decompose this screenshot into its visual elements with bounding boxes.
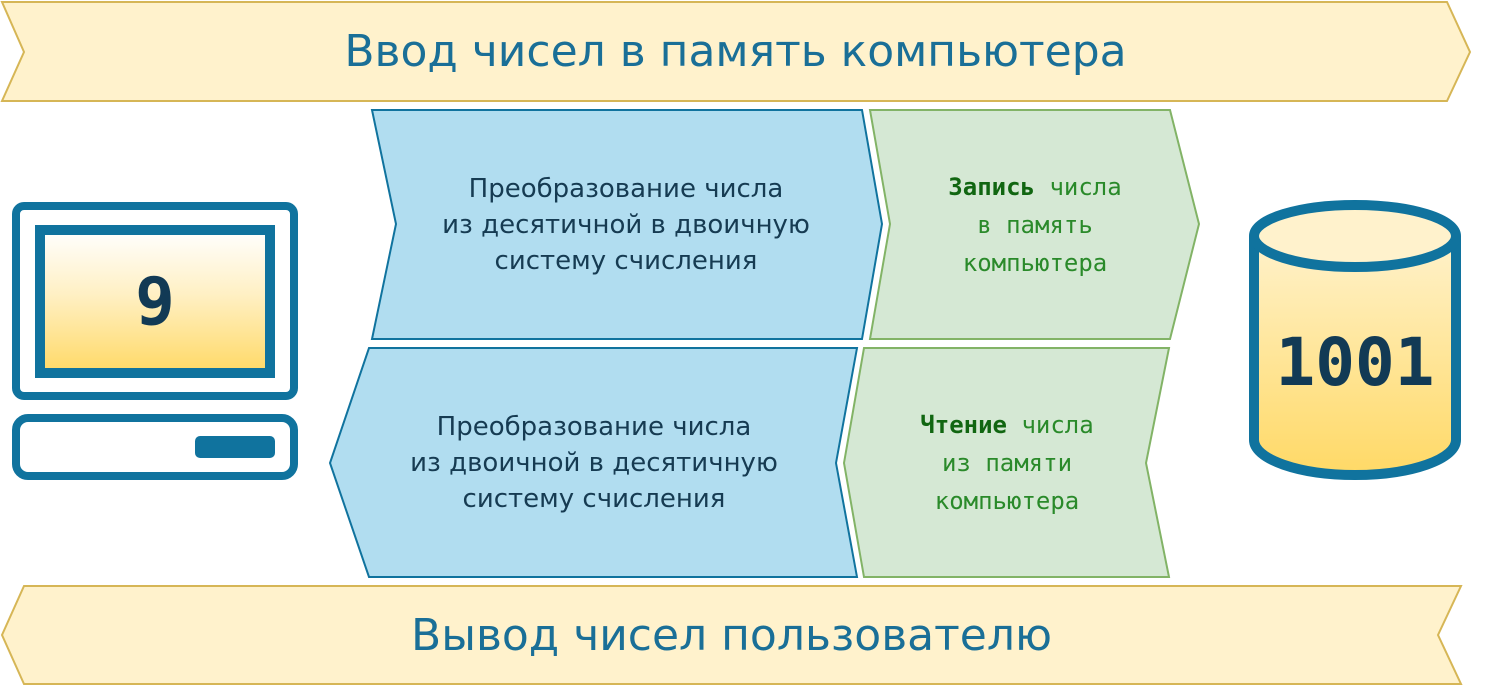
- write-line-3: компьютера: [962, 248, 1108, 277]
- to-decimal-step-shape: [328, 347, 859, 578]
- to-binary-line-1: Преобразование числа: [468, 173, 784, 204]
- to-binary-step-shape: [370, 109, 884, 340]
- write-line-1: числа: [1049, 172, 1122, 201]
- bottom-banner-title: Вывод чисел пользователю: [411, 609, 1052, 661]
- memory-value: 1001: [1275, 323, 1435, 401]
- to-decimal-line-3: систему счисления: [462, 483, 726, 514]
- top-banner-title: Ввод чисел в память компьютера: [344, 26, 1127, 77]
- read-line-1: числа: [1021, 410, 1094, 439]
- to-binary-line-2: из десятичной в двоичную: [442, 209, 810, 240]
- write-step-shape: [868, 109, 1201, 340]
- to-binary-step-label: Преобразование числа из десятичной в дво…: [396, 110, 856, 339]
- read-line-2: из памяти: [941, 448, 1073, 477]
- computer-icon: [12, 202, 298, 480]
- write-step-label: Запись числа в память компьютера: [890, 110, 1180, 339]
- top-banner-shape: [0, 1, 1472, 102]
- write-line-2: в память: [977, 210, 1093, 239]
- bottom-banner-shape: [0, 585, 1463, 685]
- to-decimal-line-1: Преобразование числа: [436, 411, 752, 442]
- computer-screen-value: 9: [135, 263, 175, 340]
- read-step-label: Чтение числа из памяти компьютера: [862, 348, 1152, 577]
- database-icon: [1249, 200, 1461, 480]
- read-line-3: компьютера: [934, 486, 1080, 515]
- write-keyword: Запись: [948, 172, 1035, 201]
- to-binary-line-3: систему счисления: [494, 245, 758, 276]
- to-decimal-step-label: Преобразование числа из двоичной в десят…: [362, 348, 826, 577]
- read-step-shape: [842, 347, 1171, 578]
- to-decimal-line-2: из двоичной в десятичную: [410, 447, 778, 478]
- read-keyword: Чтение: [920, 410, 1007, 439]
